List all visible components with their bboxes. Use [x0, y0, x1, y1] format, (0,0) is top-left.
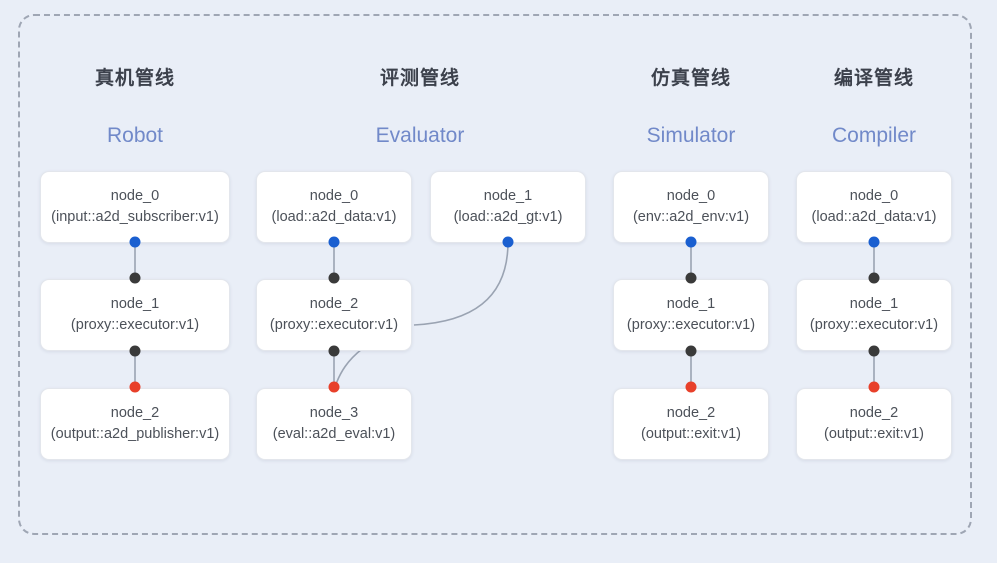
- column-title-en-compiler: Compiler: [831, 124, 917, 147]
- node-evaluator-0[interactable]: node_0 (load::a2d_data:v1): [256, 171, 412, 243]
- node-spec: (input::a2d_subscriber:v1): [51, 209, 219, 225]
- node-name: node_1: [483, 188, 533, 205]
- node-robot-0[interactable]: node_0 (input::a2d_subscriber:v1): [40, 171, 230, 243]
- node-name: node_0: [309, 188, 359, 205]
- column-title-cn-simulator: 仿真管线: [650, 68, 732, 89]
- node-robot-1[interactable]: node_1 (proxy::executor:v1): [40, 279, 230, 351]
- port-input-evaluator-3[interactable]: [328, 381, 340, 393]
- column-title-cn-compiler: 编译管线: [833, 68, 915, 89]
- node-spec: (proxy::executor:v1): [269, 317, 399, 333]
- node-spec: (output::exit:v1): [641, 426, 741, 442]
- port-output-evaluator-0[interactable]: [328, 236, 340, 248]
- port-output-robot-0[interactable]: [129, 236, 141, 248]
- node-spec: (output::exit:v1): [824, 426, 924, 442]
- column-title-cn-evaluator: 评测管线: [379, 68, 461, 89]
- node-spec: (load::a2d_data:v1): [811, 209, 937, 225]
- port-input-robot-1[interactable]: [129, 272, 141, 284]
- port-output-compiler-1[interactable]: [868, 345, 880, 357]
- node-name: node_2: [849, 405, 899, 422]
- node-name: node_2: [110, 405, 160, 422]
- node-spec: (proxy::executor:v1): [70, 317, 200, 333]
- node-simulator-0[interactable]: node_0 (env::a2d_env:v1): [613, 171, 769, 243]
- node-compiler-2[interactable]: node_2 (output::exit:v1): [796, 388, 952, 460]
- column-title-en-simulator: Simulator: [646, 124, 736, 147]
- column-title-en-robot: Robot: [106, 124, 164, 147]
- node-name: node_1: [110, 296, 160, 313]
- port-input-simulator-1[interactable]: [685, 272, 697, 284]
- port-input-robot-2[interactable]: [129, 381, 141, 393]
- node-compiler-0[interactable]: node_0 (load::a2d_data:v1): [796, 171, 952, 243]
- port-input-evaluator-2[interactable]: [328, 272, 340, 284]
- port-input-compiler-2[interactable]: [868, 381, 880, 393]
- node-name: node_1: [666, 296, 716, 313]
- node-simulator-2[interactable]: node_2 (output::exit:v1): [613, 388, 769, 460]
- node-simulator-1[interactable]: node_1 (proxy::executor:v1): [613, 279, 769, 351]
- port-output-compiler-0[interactable]: [868, 236, 880, 248]
- node-name: node_0: [110, 188, 160, 205]
- node-compiler-1[interactable]: node_1 (proxy::executor:v1): [796, 279, 952, 351]
- node-spec: (load::a2d_data:v1): [271, 209, 397, 225]
- node-name: node_3: [309, 405, 359, 422]
- node-name: node_0: [849, 188, 899, 205]
- port-output-robot-1[interactable]: [129, 345, 141, 357]
- port-input-compiler-1[interactable]: [868, 272, 880, 284]
- node-spec: (output::a2d_publisher:v1): [50, 426, 220, 442]
- node-name: node_1: [849, 296, 899, 313]
- port-output-simulator-1[interactable]: [685, 345, 697, 357]
- node-spec: (eval::a2d_eval:v1): [272, 426, 396, 442]
- node-name: node_2: [666, 405, 716, 422]
- port-input-simulator-2[interactable]: [685, 381, 697, 393]
- node-robot-2[interactable]: node_2 (output::a2d_publisher:v1): [40, 388, 230, 460]
- column-title-cn-robot: 真机管线: [94, 68, 176, 89]
- node-name: node_0: [666, 188, 716, 205]
- port-output-evaluator-2[interactable]: [328, 345, 340, 357]
- port-output-simulator-0[interactable]: [685, 236, 697, 248]
- node-spec: (proxy::executor:v1): [809, 317, 939, 333]
- port-output-evaluator-1[interactable]: [502, 236, 514, 248]
- node-spec: (env::a2d_env:v1): [632, 209, 750, 225]
- node-evaluator-1[interactable]: node_1 (load::a2d_gt:v1): [430, 171, 586, 243]
- node-spec: (load::a2d_gt:v1): [453, 209, 563, 225]
- node-name: node_2: [309, 296, 359, 313]
- node-evaluator-3[interactable]: node_3 (eval::a2d_eval:v1): [256, 388, 412, 460]
- column-title-en-evaluator: Evaluator: [375, 124, 465, 147]
- node-spec: (proxy::executor:v1): [626, 317, 756, 333]
- node-evaluator-2[interactable]: node_2 (proxy::executor:v1): [256, 279, 412, 351]
